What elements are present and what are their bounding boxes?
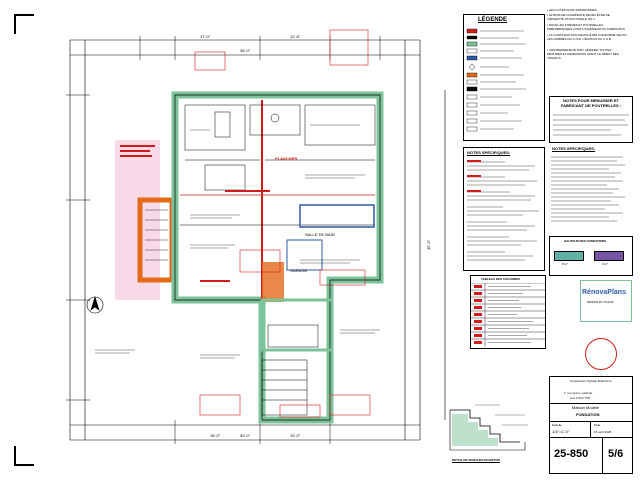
logo-name: RénovaPlans (582, 289, 626, 296)
notes-specifiques-right-title: NOTES SPÉCIFIQUES: (552, 146, 596, 151)
colonnes-rows (471, 283, 545, 347)
model-name: Maison Modèle (572, 405, 600, 410)
colonnes-panel: TABLEAU DES COLONNES (470, 275, 546, 349)
fondation-swatch-b (594, 251, 624, 261)
crop-mark-top-left (14, 14, 34, 34)
scale-label: Échelle (552, 423, 562, 427)
legend-title: LÉGENDE (478, 17, 508, 23)
crop-mark-bottom-left (14, 446, 34, 466)
general-note-3: • POUR LES FORMES ET POUTRELLES PRÉFABRI… (547, 23, 626, 31)
notes-specifiques-left-panel: NOTES SPÉCIFIQUES: (463, 147, 545, 271)
notes-specifiques-right-panel: NOTES SPÉCIFIQUES: (549, 146, 631, 232)
fondations-title: HAUTEUR DES FONDATIONS (564, 239, 607, 243)
svg-text:12'-8": 12'-8" (290, 34, 301, 39)
detail-title: DÉTAIL DE MARCHES EN BÉTON (452, 458, 500, 462)
general-notes-panel: • LES COTES SONT PRIORITAIRES. • LE BOIS… (547, 8, 629, 90)
svg-text:45'-0": 45'-0" (426, 239, 431, 250)
drawing-number: 25-850 (554, 448, 589, 460)
general-note-1: • LES COTES SONT PRIORITAIRES. (547, 8, 598, 12)
stairs-detail: DÉTAIL DE MARCHES EN BÉTON (440, 400, 535, 470)
general-note-4: • LA CONSTRUCTION DEVRA ÊTRE CONFORME SE… (547, 33, 627, 41)
address: 7, rue Ayers, Lachute (564, 391, 593, 395)
notes-specifiques-left-title: NOTES SPÉCIFIQUES: (467, 150, 511, 155)
general-note-2: • LE BOIS DE CHARPENTE DEVRA ÊTRE DE L'É… (547, 13, 610, 21)
fondation-label-a: 8'-0" (562, 262, 568, 266)
salle-label: SALLE DE BAIN (305, 232, 335, 237)
stamp-seal (585, 338, 617, 370)
general-note-5: • L'ENTREPRENEUR DOIT VÉRIFIER TOUTES ME… (547, 48, 619, 60)
garage-label: GARAGE (290, 268, 308, 273)
foundation-plan: 17'-0" 12'-8" 45'-0" 30'-0" 16'-0" 10'-0" 4… (66, 29, 446, 444)
lot-number: (Lot 2 624 775) (570, 396, 591, 400)
client-name: Construction Sylvain Briand Inc. (569, 379, 613, 383)
logo-tagline: DESSIN ET PLANS (587, 300, 614, 304)
svg-text:45'-0": 45'-0" (240, 48, 251, 53)
legend-panel: LÉGENDE (463, 14, 545, 141)
renovaplans-logo: RénovaPlans DESSIN ET PLANS (580, 280, 632, 322)
menuisier-notes-panel: NOTES POUR MENUISIER ET FABRICANT DE POU… (549, 96, 633, 143)
page-number: 5/6 (608, 448, 624, 460)
notes-specifiques-left-text (467, 160, 539, 261)
title-block: Construction Sylvain Briand Inc. 7, rue … (549, 376, 633, 474)
fondation-label-b: 4'-0" (602, 262, 608, 266)
svg-text:17'-0": 17'-0" (200, 34, 211, 39)
date-label: Date (594, 423, 601, 427)
colonnes-title: TABLEAU DES COLONNES (481, 277, 520, 281)
fondation-swatch-a (554, 251, 584, 261)
notes-specifiques-right-text (551, 156, 625, 222)
scale-value: 1/4"=1'-0" (552, 429, 570, 434)
svg-text:30'-0": 30'-0" (240, 433, 251, 438)
date-value: 15 avril 2025 (594, 430, 612, 434)
svg-text:10'-0": 10'-0" (290, 433, 301, 438)
stairs-detail-drawing (449, 404, 528, 451)
legend-symbols (466, 28, 526, 132)
menuisier-notes-title: NOTES POUR MENUISIER ET FABRICANT DE POU… (560, 98, 622, 108)
svg-text:16'-0": 16'-0" (210, 433, 221, 438)
menuisier-notes-text (553, 114, 629, 136)
plancher-label: PLANCHER (275, 156, 298, 161)
sheet-title: FONDATION (576, 412, 600, 417)
fondations-panel: HAUTEUR DES FONDATIONS 8'-0" 4'-0" (549, 236, 633, 276)
